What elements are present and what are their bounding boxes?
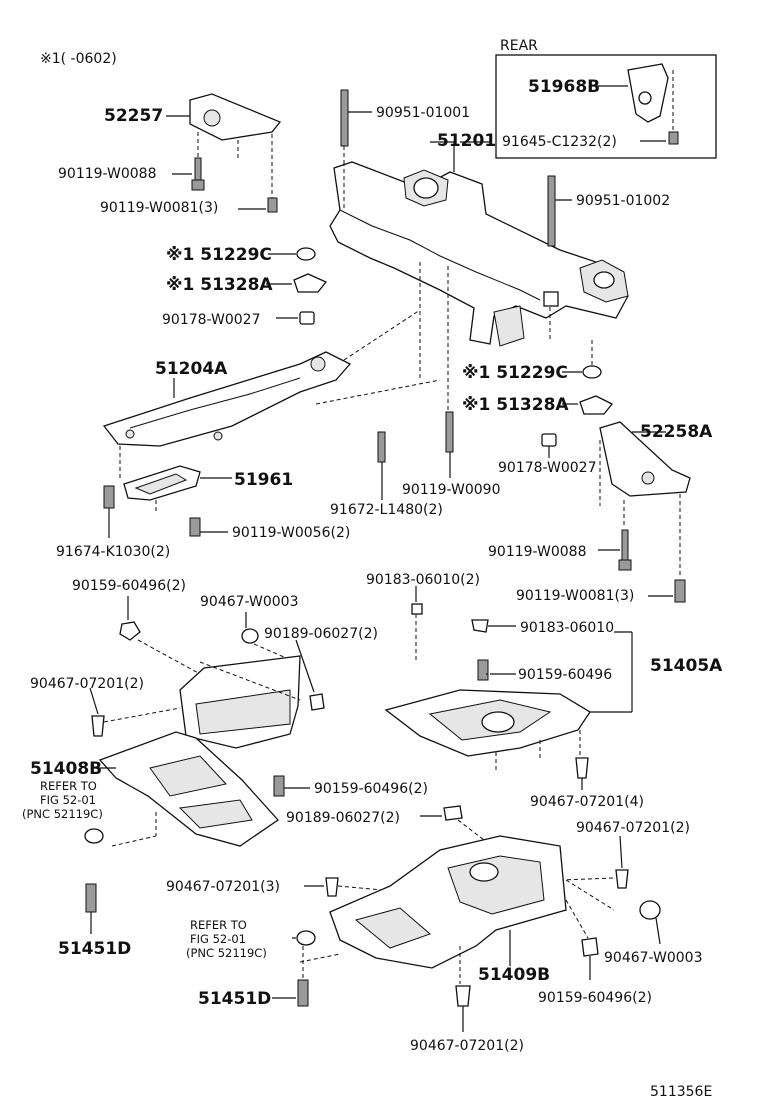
clip-90467-07201-a[interactable]: [89, 687, 181, 737]
label-90189-06027-b[interactable]: 90189-06027(2): [286, 810, 400, 826]
grommet-refer-2[interactable]: [292, 930, 316, 946]
label-51328a-right[interactable]: ※1 51328A: [462, 395, 569, 415]
label-90119-w0088-right[interactable]: 90119-W0088: [488, 544, 587, 560]
clip-90159-60496-a[interactable]: [119, 596, 201, 675]
label-90178-w0027-right[interactable]: 90178-W0027: [498, 460, 597, 476]
label-90119-w0056[interactable]: 90119-W0056(2): [232, 525, 350, 541]
label-90119-w0090[interactable]: 90119-W0090: [402, 482, 501, 498]
label-51405a[interactable]: 51405A: [650, 656, 723, 676]
label-51229c-left[interactable]: ※1 51229C: [166, 245, 272, 265]
label-90119-w0081-right[interactable]: 90119-W0081(3): [516, 588, 634, 604]
bracket-52258a-part[interactable]: [599, 421, 691, 576]
refer-2-line1: REFER TO: [190, 918, 247, 932]
cover-51409b-part[interactable]: [299, 835, 615, 984]
refer-1-line2: FIG 52-01: [40, 793, 96, 807]
label-90159-60496-c[interactable]: 90159-60496(2): [314, 781, 428, 797]
label-90183-06010-b[interactable]: 90183-06010: [520, 620, 614, 636]
label-51201[interactable]: 51201: [437, 131, 496, 151]
label-91672-l1480[interactable]: 91672-L1480(2): [330, 502, 443, 518]
label-90159-60496-b[interactable]: 90159-60496: [518, 667, 612, 683]
grommet-refer-1[interactable]: [84, 828, 104, 844]
label-90951-01002[interactable]: 90951-01002: [576, 193, 670, 209]
label-51408b[interactable]: 51408B: [30, 759, 102, 779]
bolt-91674-k1030[interactable]: [103, 485, 115, 538]
label-90183-06010-a[interactable]: 90183-06010(2): [366, 572, 480, 588]
label-90119-w0081-top[interactable]: 90119-W0081(3): [100, 200, 218, 216]
plate-51328a-left[interactable]: [266, 273, 328, 293]
bolt-51451d-b[interactable]: [272, 946, 309, 1007]
label-90467-07201-d[interactable]: 90467-07201(3): [166, 879, 280, 895]
stud-90951-01002[interactable]: [543, 175, 572, 307]
clip-90467-07201-c[interactable]: [559, 835, 629, 889]
bolt-91672-l1480[interactable]: [377, 431, 386, 500]
clip-90467-07201-d[interactable]: [304, 877, 383, 897]
clip-90183-06010-a[interactable]: [411, 586, 423, 660]
clip-90467-07201-e[interactable]: [455, 985, 471, 1032]
clip-90467-w0003-a[interactable]: [241, 612, 301, 665]
nut-90178-w0027-left[interactable]: [276, 311, 315, 325]
rear-inset-box: [495, 54, 717, 159]
rear-bolt-part[interactable]: [640, 70, 679, 145]
label-51229c-right[interactable]: ※1 51229C: [462, 363, 568, 383]
label-90467-07201-c[interactable]: 90467-07201(2): [576, 820, 690, 836]
plate-51328a-right[interactable]: [562, 395, 614, 415]
label-90159-60496-a[interactable]: 90159-60496(2): [72, 578, 186, 594]
label-51451d-b[interactable]: 51451D: [198, 989, 271, 1009]
label-90159-60496-d[interactable]: 90159-60496(2): [538, 990, 652, 1006]
clip-90159-60496-b[interactable]: [477, 659, 516, 681]
cover-51405a-part[interactable]: [384, 631, 633, 772]
clip-90467-07201-b[interactable]: [575, 757, 589, 790]
collar-51229c-right[interactable]: [562, 340, 602, 379]
bolt-90119-w0056[interactable]: [189, 517, 228, 537]
rear-title: REAR: [500, 38, 538, 54]
figure-id: 511356E: [650, 1084, 712, 1100]
label-90467-07201-a[interactable]: 90467-07201(2): [30, 676, 144, 692]
label-91674-k1030[interactable]: 91674-K1030(2): [56, 544, 170, 560]
rear-bolt-label[interactable]: 91645-C1232(2): [502, 134, 617, 150]
bolt-90119-w0088-top[interactable]: [172, 157, 205, 191]
bolt-90119-w0081-right[interactable]: [648, 579, 686, 603]
label-51961[interactable]: 51961: [234, 470, 293, 490]
label-90467-07201-b[interactable]: 90467-07201(4): [530, 794, 644, 810]
clip-90159-60496-c[interactable]: [273, 775, 310, 797]
clip-90467-w0003-b[interactable]: [639, 900, 661, 945]
bolt-90119-w0088-right[interactable]: [598, 529, 632, 571]
clip-90189-06027-a[interactable]: [295, 639, 325, 711]
cover-upper-left-part[interactable]: [179, 655, 301, 749]
refer-1-line3: (PNC 52119C): [22, 807, 103, 821]
refer-1-line1: REFER TO: [40, 779, 97, 793]
label-90467-w0003-a[interactable]: 90467-W0003: [200, 594, 299, 610]
bolt-51451d-a[interactable]: [85, 883, 97, 934]
cover-51408b-part[interactable]: [96, 731, 279, 847]
bracket-51961-part[interactable]: [123, 465, 232, 514]
bolt-90119-w0081-top[interactable]: [238, 197, 278, 213]
label-51204a[interactable]: 51204A: [155, 359, 228, 379]
member-51204a-part[interactable]: [102, 309, 441, 478]
label-90178-w0027-left[interactable]: 90178-W0027: [162, 312, 261, 328]
label-51409b[interactable]: 51409B: [478, 965, 550, 985]
label-90951-01001[interactable]: 90951-01001: [376, 105, 470, 121]
rear-bracket-part[interactable]: [596, 63, 669, 123]
refer-2-line2: FIG 52-01: [190, 932, 246, 946]
collar-51229c-left[interactable]: [268, 247, 316, 261]
rear-part-label[interactable]: 51968B: [528, 77, 600, 97]
label-90189-06027-a[interactable]: 90189-06027(2): [264, 626, 378, 642]
label-52257[interactable]: 52257: [104, 106, 163, 126]
clip-90189-06027-b[interactable]: [420, 805, 511, 861]
label-51328a-left[interactable]: ※1 51328A: [166, 275, 273, 295]
bolt-90119-w0090[interactable]: [445, 411, 454, 478]
label-90119-w0088-top[interactable]: 90119-W0088: [58, 166, 157, 182]
header-note: ※1( -0602): [40, 51, 117, 67]
clip-90183-06010-b[interactable]: [471, 619, 516, 633]
clip-90159-60496-d[interactable]: [581, 937, 599, 980]
label-90467-w0003-b[interactable]: 90467-W0003: [604, 950, 703, 966]
bracket-52257-part[interactable]: [166, 93, 282, 198]
label-51451d-a[interactable]: 51451D: [58, 939, 131, 959]
refer-2-line3: (PNC 52119C): [186, 946, 267, 960]
stud-90951-01001[interactable]: [340, 89, 372, 162]
nut-90178-w0027-right[interactable]: [541, 433, 557, 458]
label-52258a[interactable]: 52258A: [640, 422, 713, 442]
label-90467-07201-e[interactable]: 90467-07201(2): [410, 1038, 524, 1054]
